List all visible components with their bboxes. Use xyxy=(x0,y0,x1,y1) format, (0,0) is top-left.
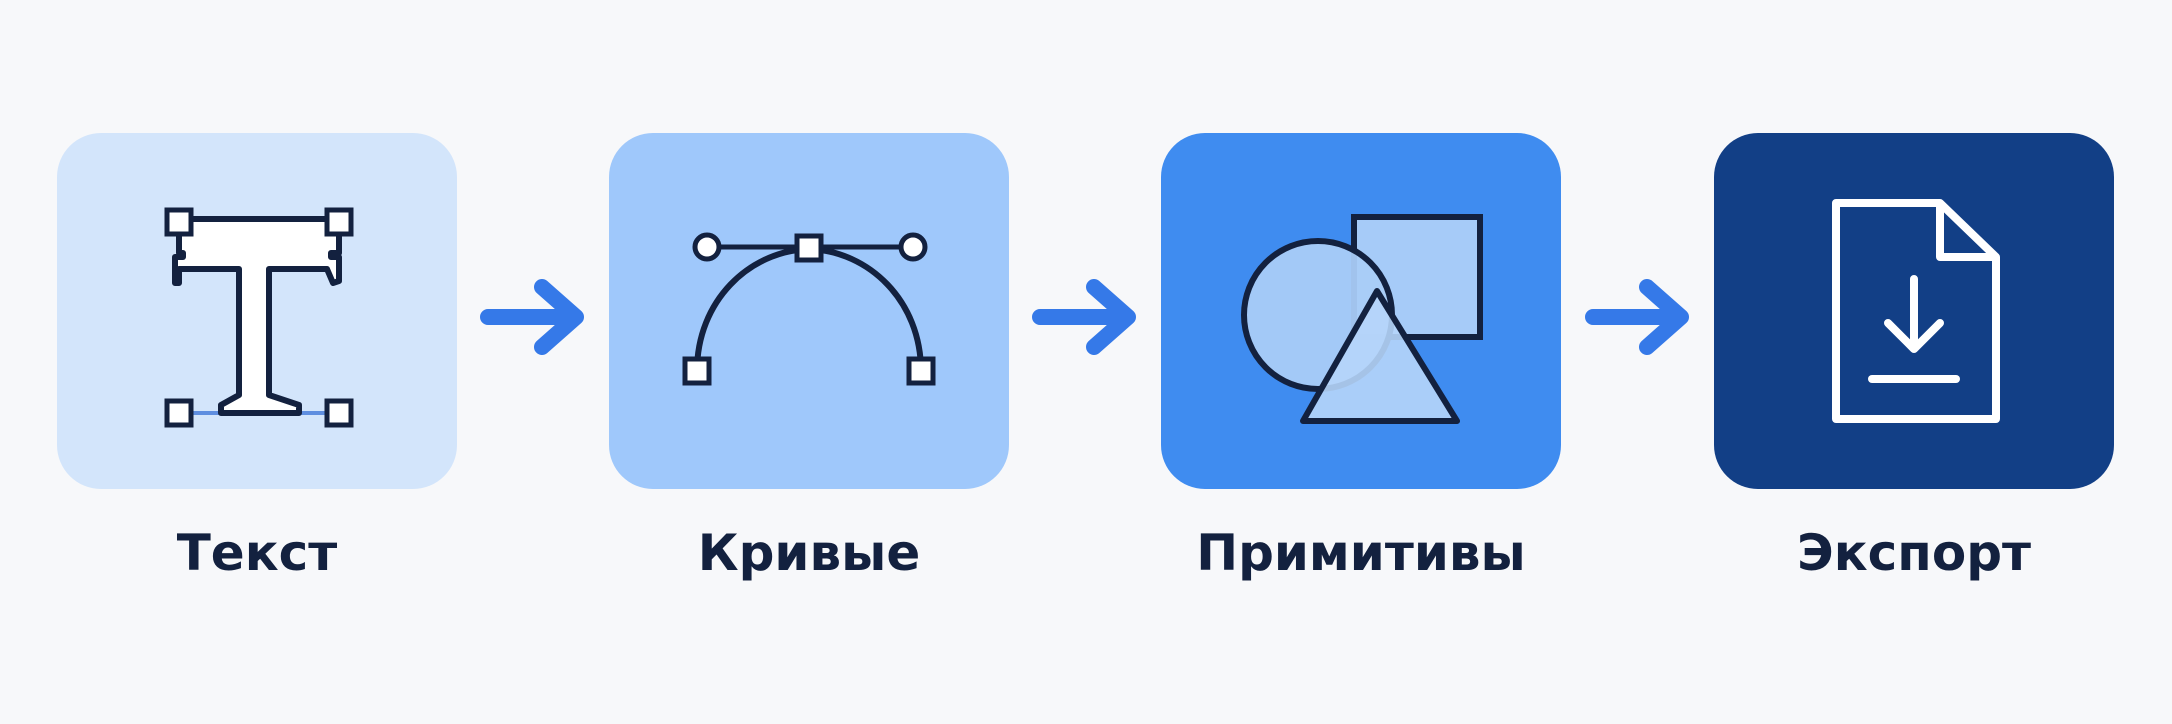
step-text-label: Текст xyxy=(176,524,338,582)
shapes-icon xyxy=(1241,214,1483,424)
arrow-right-icon xyxy=(1585,275,1695,361)
export-file-icon xyxy=(1832,199,2000,423)
arrow-right-icon xyxy=(1032,275,1142,361)
step-export-label: Экспорт xyxy=(1797,524,2031,582)
step-primitives-label: Примитивы xyxy=(1196,524,1526,582)
step-text-tile xyxy=(57,133,457,489)
step-curves-label: Кривые xyxy=(697,524,921,582)
step-curves: Кривые xyxy=(609,133,1009,583)
text-tool-icon xyxy=(164,207,354,428)
arrow-right-icon xyxy=(480,275,590,361)
step-export: Экспорт xyxy=(1714,133,2114,583)
step-primitives: Примитивы xyxy=(1161,133,1561,583)
bezier-curve-icon xyxy=(682,232,936,386)
step-primitives-tile xyxy=(1161,133,1561,489)
step-curves-tile xyxy=(609,133,1009,489)
step-text: Текст xyxy=(57,133,457,583)
step-export-tile xyxy=(1714,133,2114,489)
